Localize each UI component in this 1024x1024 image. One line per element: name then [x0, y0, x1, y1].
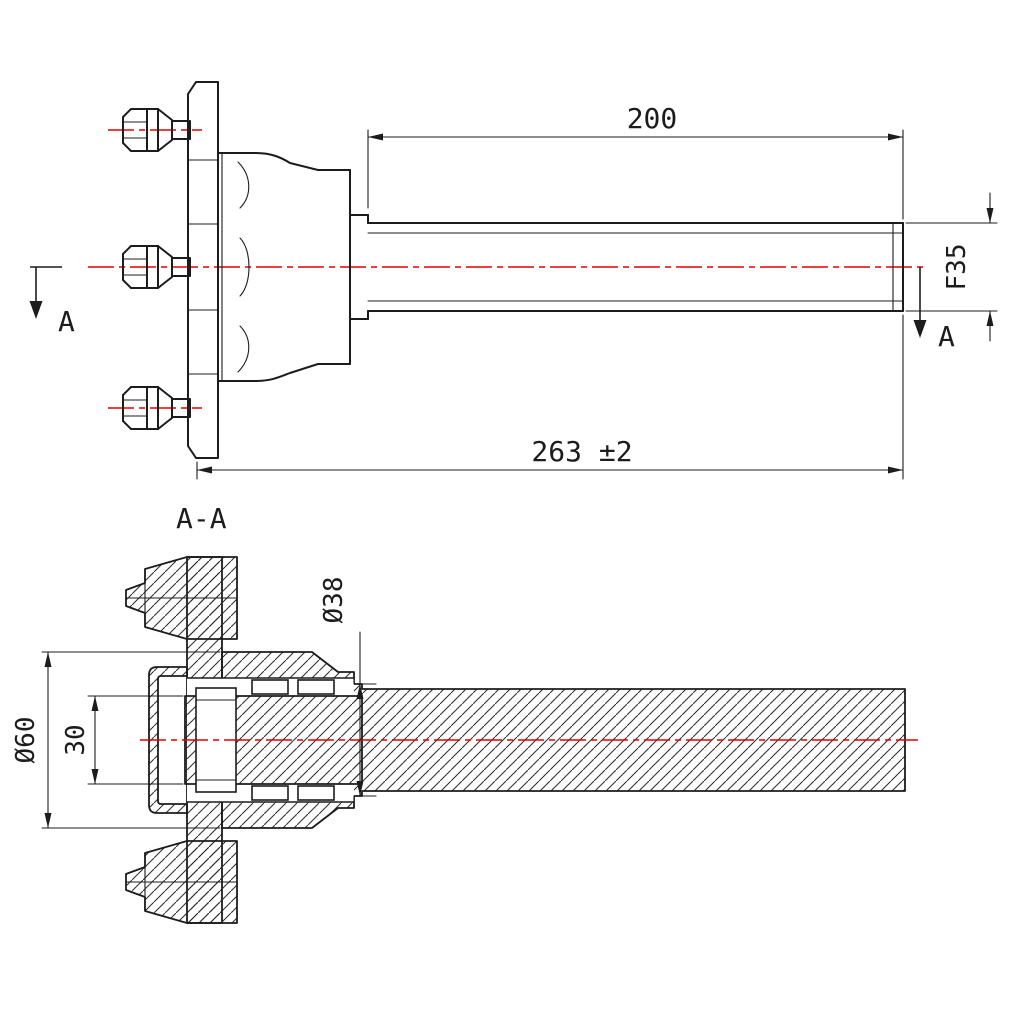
dim-30-label: 30 — [61, 724, 91, 755]
dimension-d60: Ø60 — [11, 651, 221, 829]
bearing-roller — [251, 785, 289, 801]
section-title-label: A-A — [176, 502, 227, 535]
section-arrow-icon — [29, 301, 43, 319]
dim-d60-label: Ø60 — [11, 717, 41, 764]
centerlines — [88, 129, 926, 409]
section-arrow-icon — [913, 320, 927, 338]
spindle-shaft — [367, 222, 904, 312]
hub-body — [217, 152, 369, 382]
dim-d38-label: Ø38 — [319, 577, 349, 624]
section-marker-left: A — [29, 266, 75, 338]
dimension-f35: F35 — [905, 192, 998, 342]
dim-200-label: 200 — [627, 102, 678, 135]
bearing-roller — [251, 679, 289, 695]
dimension-30: 30 — [61, 695, 184, 785]
bearing-roller — [297, 679, 335, 695]
dim-263-label: 263 ±2 — [531, 435, 632, 468]
section-view: A-A — [11, 502, 918, 924]
dimension-200: 200 — [367, 102, 904, 220]
casting-profile — [237, 161, 250, 209]
section-a-right-label: A — [938, 320, 955, 353]
casting-profile — [239, 237, 250, 297]
bearing-roller — [297, 785, 335, 801]
wheel-studs — [122, 108, 191, 430]
section-marker-right: A — [913, 267, 955, 353]
dimension-263: 263 ±2 — [196, 314, 904, 480]
side-view: 200 F35 263 ±2 A — [29, 81, 998, 480]
dim-f35-label: F35 — [942, 244, 972, 291]
hub-flange — [187, 81, 219, 459]
dimension-d38: Ø38 — [319, 577, 377, 797]
casting-profile — [237, 325, 250, 373]
section-a-left-label: A — [58, 305, 75, 338]
